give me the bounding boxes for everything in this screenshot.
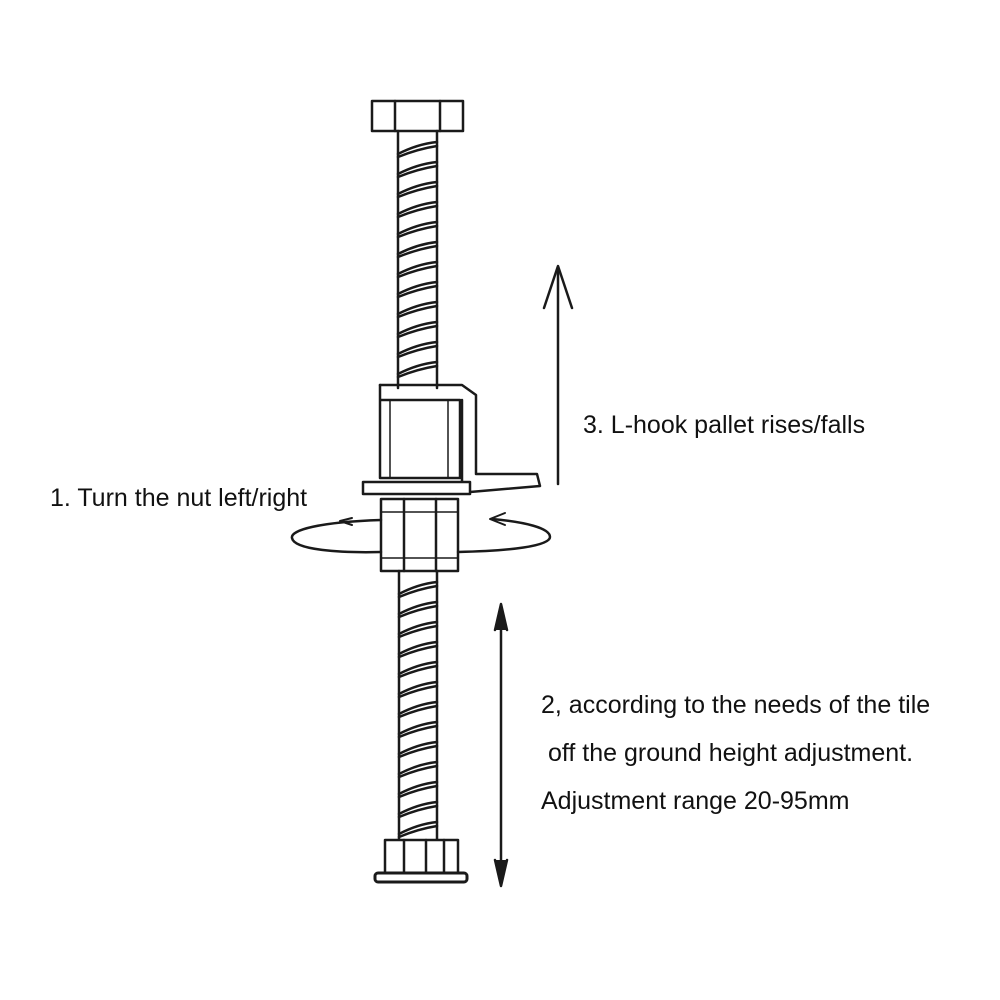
- thread-ridge: [396, 240, 439, 259]
- rise-fall-arrow: [542, 264, 574, 486]
- label-adjustment-range: Adjustment range 20-95mm: [541, 787, 850, 815]
- label-turn-nut: 1. Turn the nut left/right: [50, 484, 308, 512]
- thread-ridge: [396, 280, 439, 299]
- thread-ridge: [396, 340, 439, 359]
- thread-ridge: [397, 720, 439, 739]
- thread-ridge: [397, 600, 439, 619]
- bolt-head: [370, 99, 465, 133]
- l-hook-pallet: [378, 383, 542, 494]
- thread-ridge: [397, 640, 439, 659]
- thread-ridge: [397, 620, 439, 639]
- thread-ridge: [397, 780, 439, 799]
- thread-ridge: [396, 200, 439, 219]
- thread-ridge: [396, 260, 439, 279]
- base-plate: [373, 871, 469, 884]
- upper-thread-ridges: [396, 140, 439, 379]
- thread-ridge: [397, 580, 439, 599]
- lower-thread-ridges: [397, 580, 439, 839]
- thread-ridge: [396, 360, 439, 379]
- adjusting-nut: [379, 497, 460, 573]
- lower-threaded-shaft: [397, 569, 439, 842]
- height-adjustment-arrow: [493, 602, 509, 888]
- label-height-adjustment-line1: 2, according to the needs of the tile: [541, 691, 931, 719]
- thread-ridge: [396, 140, 439, 159]
- label-height-adjustment-line2: off the ground height adjustment.: [548, 739, 914, 767]
- thread-ridge: [397, 760, 439, 779]
- thread-ridge: [397, 700, 439, 719]
- thread-ridge: [397, 800, 439, 819]
- upper-threaded-shaft: [396, 129, 439, 390]
- thread-ridge: [396, 160, 439, 179]
- thread-ridge: [397, 740, 439, 759]
- label-l-hook-pallet: 3. L-hook pallet rises/falls: [583, 411, 866, 439]
- washer-plate: [361, 480, 472, 496]
- thread-ridge: [396, 300, 439, 319]
- thread-ridge: [396, 320, 439, 339]
- bottom-nut: [383, 838, 460, 875]
- thread-ridge: [397, 820, 439, 839]
- thread-ridge: [396, 180, 439, 199]
- rotation-indicator: [290, 512, 552, 554]
- thread-ridge: [397, 660, 439, 679]
- thread-ridge: [396, 220, 439, 239]
- thread-ridge: [397, 680, 439, 699]
